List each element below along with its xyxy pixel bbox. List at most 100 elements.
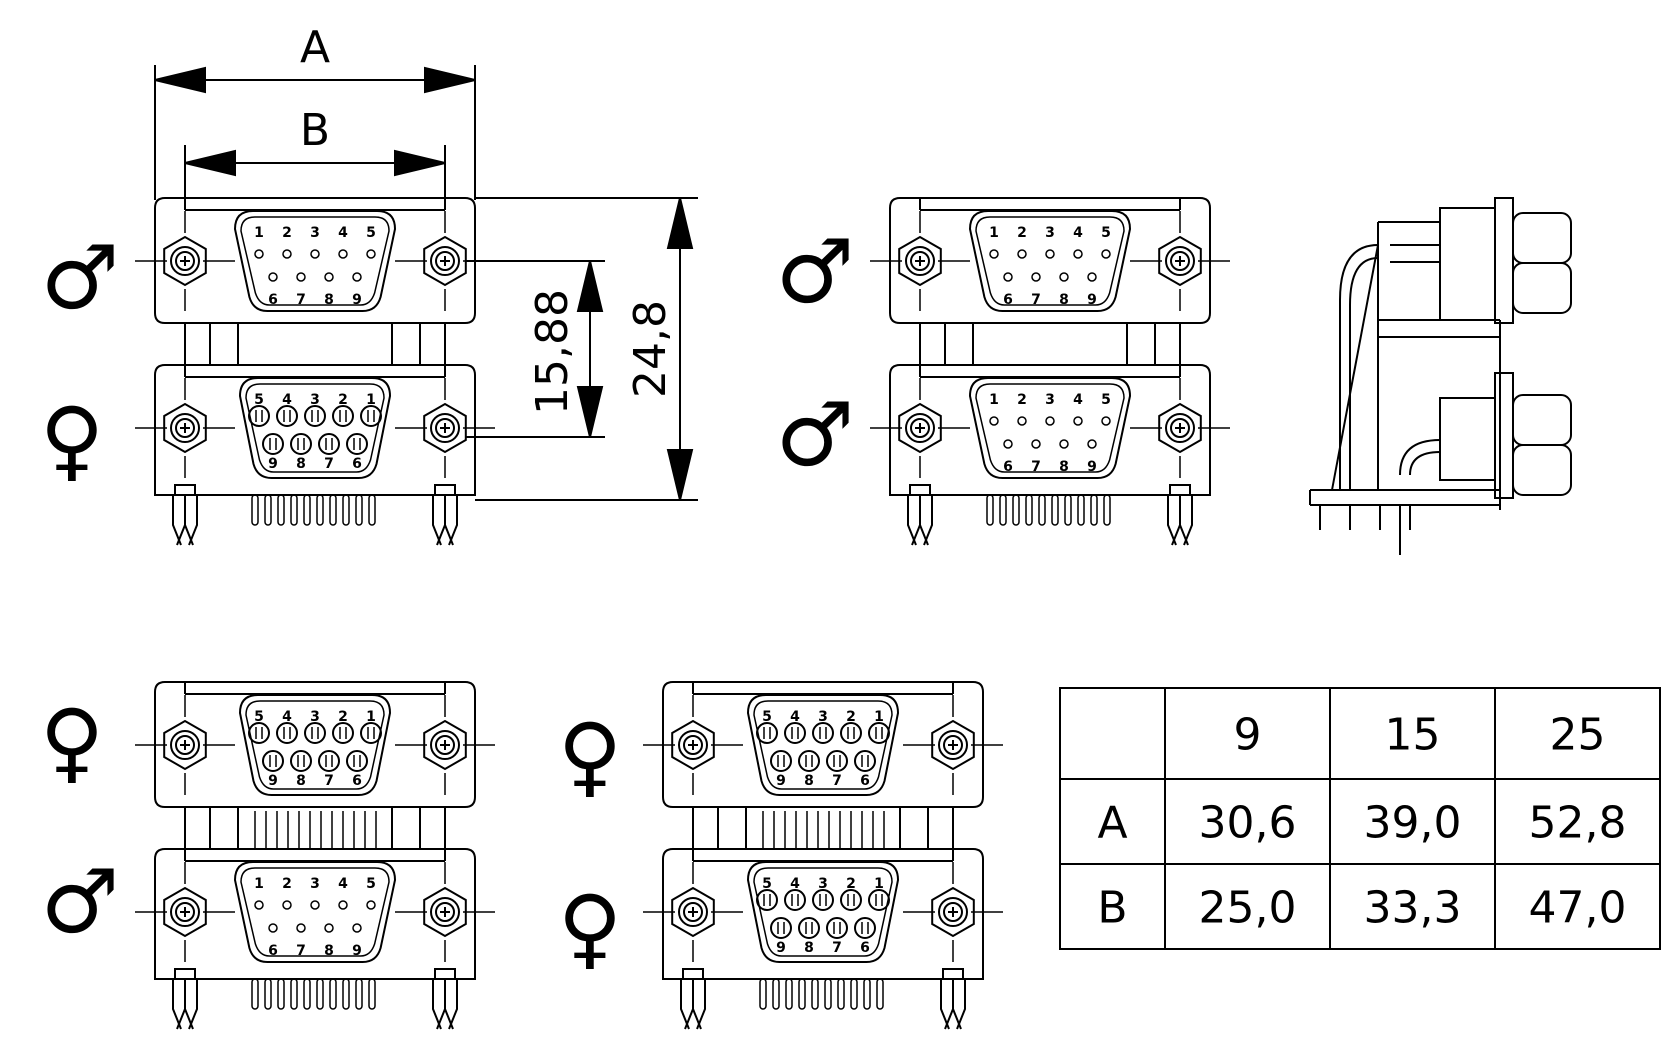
pin-label: 2 <box>338 392 348 408</box>
pin-label: 4 <box>338 225 348 241</box>
table-header-cell: 9 <box>1234 710 1262 761</box>
dsub-shell-inner <box>753 700 893 790</box>
pcb-pin <box>772 978 780 1010</box>
male-symbol: ♂ <box>41 226 120 329</box>
pcb-pin <box>1064 494 1072 526</box>
lower-housing <box>889 364 1211 496</box>
mounting-hex-nut <box>1130 211 1230 311</box>
pin-label: 1 <box>366 392 376 408</box>
female-symbol: ♀ <box>558 876 622 979</box>
pcb-pin <box>368 494 376 526</box>
pcb-pin <box>986 494 994 526</box>
pin <box>1059 272 1069 282</box>
lower-housing <box>154 848 476 980</box>
pcb-pin <box>277 978 285 1010</box>
socket <box>332 722 354 744</box>
mounting-hex-nut <box>870 378 970 478</box>
pin-label: 2 <box>338 709 348 725</box>
pin-label: 4 <box>1073 225 1083 241</box>
pin <box>1031 439 1041 449</box>
pin <box>282 900 292 910</box>
pcb-pin <box>264 978 272 1010</box>
pin-label: 5 <box>762 876 772 892</box>
pin <box>296 272 306 282</box>
socket <box>756 889 778 911</box>
socket <box>854 917 876 939</box>
dsub-shell <box>233 861 397 963</box>
table-cell: 39,0 <box>1364 798 1462 849</box>
mounting-hex-nut <box>135 378 235 478</box>
pin-label: 5 <box>254 392 264 408</box>
pin-label: 9 <box>776 773 786 789</box>
pin <box>254 900 264 910</box>
pin-label: 4 <box>282 392 292 408</box>
socket <box>770 750 792 772</box>
dsub-shell-inner <box>240 867 390 957</box>
socket <box>826 917 848 939</box>
pin <box>310 249 320 259</box>
table-header-cell: 25 <box>1550 710 1606 761</box>
pin-label: 3 <box>310 876 320 892</box>
female-symbol: ♀ <box>40 690 104 793</box>
pin-label: 6 <box>268 943 278 959</box>
lower-housing <box>154 364 476 496</box>
pin-label: 8 <box>324 292 334 308</box>
socket <box>770 917 792 939</box>
dsub-shell-inner <box>753 867 893 957</box>
pin-label: 9 <box>352 943 362 959</box>
socket <box>276 405 298 427</box>
upper-housing <box>154 681 476 808</box>
pin <box>254 249 264 259</box>
pin <box>338 900 348 910</box>
table-cell: 52,8 <box>1529 798 1627 849</box>
pcb-pin <box>1025 494 1033 526</box>
dimension-height-large <box>475 197 698 501</box>
pcb-pin <box>863 978 871 1010</box>
pin <box>989 416 999 426</box>
female-symbol: ♀ <box>40 388 104 491</box>
socket <box>812 722 834 744</box>
pin-label: 1 <box>874 876 884 892</box>
socket <box>276 722 298 744</box>
pin <box>989 249 999 259</box>
pin-label: 8 <box>296 456 306 472</box>
pin-label: 9 <box>776 940 786 956</box>
pin <box>1087 439 1097 449</box>
pcb-pin <box>316 978 324 1010</box>
middle-bridge <box>209 322 421 366</box>
pin-label: 7 <box>324 773 334 789</box>
pin-label: 5 <box>762 709 772 725</box>
dsub-shell <box>746 694 900 796</box>
pin <box>1017 416 1027 426</box>
bridge-post <box>391 322 421 366</box>
socket <box>840 722 862 744</box>
pin-label: 5 <box>366 225 376 241</box>
pcb-pin <box>277 494 285 526</box>
pcb-pin <box>1090 494 1098 526</box>
bridge-post <box>391 806 421 850</box>
middle-bridge <box>717 806 929 850</box>
board-lock <box>907 484 933 546</box>
mounting-hex-nut <box>870 211 970 311</box>
table-cell: 25,0 <box>1199 883 1297 934</box>
mounting-hex-nut <box>903 862 1003 962</box>
pcb-pin <box>811 978 819 1010</box>
pcb-pin <box>785 978 793 1010</box>
pin <box>1003 272 1013 282</box>
pcb-pin <box>290 978 298 1010</box>
socket <box>290 750 312 772</box>
pin-label: 8 <box>1059 459 1069 475</box>
pin <box>1087 272 1097 282</box>
bridge-post <box>209 322 239 366</box>
table-border <box>1059 687 1661 950</box>
pin-label: 9 <box>268 456 278 472</box>
pin-label: 5 <box>254 709 264 725</box>
board-lock <box>432 968 458 1030</box>
pin-label: 6 <box>860 940 870 956</box>
socket <box>248 722 270 744</box>
male-symbol: ♂ <box>776 383 855 486</box>
board-lock <box>940 968 966 1030</box>
board-lock <box>680 968 706 1030</box>
socket <box>854 750 876 772</box>
